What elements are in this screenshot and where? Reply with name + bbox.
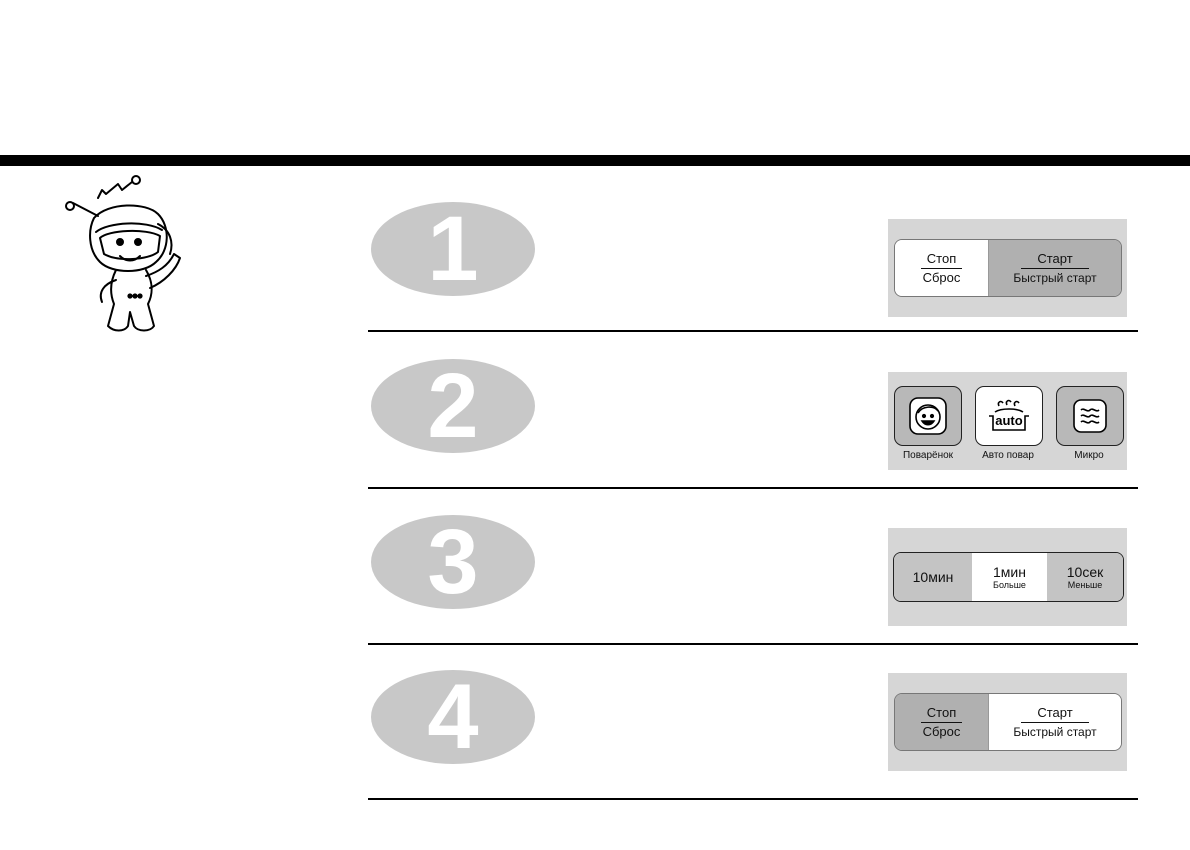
start-quick-start-button[interactable]: Старт Быстрый старт: [988, 694, 1121, 750]
quick-start-label: Быстрый старт: [1013, 270, 1097, 285]
reset-label: Сброс: [922, 723, 961, 739]
micro-label: Микро: [1074, 450, 1104, 461]
svg-text:1: 1: [427, 201, 478, 297]
ten-min-number: 10: [912, 569, 929, 585]
chef-button[interactable]: [894, 386, 962, 446]
header-rule: [0, 155, 1190, 166]
step-2: 2 auto: [368, 334, 1140, 489]
time-panel: 10мин 1мин Больше 10сек Меньше: [888, 528, 1127, 626]
svg-text:2: 2: [427, 358, 478, 454]
one-min-unit: мин: [1000, 563, 1026, 580]
microwave-waves-icon: [1073, 399, 1107, 433]
one-min-more-button[interactable]: 1мин Больше: [972, 553, 1047, 601]
stop-start-panel: Стоп Сброс Старт Быстрый старт: [888, 673, 1127, 771]
step-number-oval-2: 2: [371, 358, 535, 454]
stop-reset-button[interactable]: Стоп Сброс: [895, 694, 988, 750]
step-number-oval-3: 3: [371, 514, 535, 610]
svg-text:3: 3: [427, 514, 478, 610]
start-quick-start-button[interactable]: Старт Быстрый старт: [988, 240, 1121, 296]
less-label: Меньше: [1067, 579, 1103, 590]
step-divider: [368, 330, 1138, 332]
more-label: Больше: [993, 579, 1026, 590]
svg-text:4: 4: [427, 669, 478, 765]
stop-reset-button[interactable]: Стоп Сброс: [895, 240, 988, 296]
step-4: 4 Стоп Сброс Старт Быстрый старт: [368, 645, 1140, 800]
step-divider: [368, 643, 1138, 645]
ten-sec-number: 10: [1066, 563, 1083, 580]
step-divider: [368, 487, 1138, 489]
step-divider: [368, 798, 1138, 800]
start-label: Старт: [1021, 705, 1089, 723]
auto-cook-button[interactable]: auto: [975, 386, 1043, 446]
step-1: 1 Стоп Сброс Старт Быстрый старт: [368, 177, 1140, 332]
quick-start-label: Быстрый старт: [1013, 724, 1097, 739]
start-label: Старт: [1021, 251, 1089, 269]
one-min-number: 1: [993, 563, 1001, 580]
alien-mascot-icon: [65, 175, 181, 332]
ten-min-button[interactable]: 10мин: [894, 553, 972, 601]
step-3: 3 10мин 1мин Больше 10сек Меньше: [368, 490, 1140, 645]
auto-cook-label: Авто повар: [982, 450, 1034, 461]
stop-start-panel: Стоп Сброс Старт Быстрый старт: [888, 219, 1127, 317]
ten-min-unit: мин: [928, 569, 954, 585]
cook-mode-panel: auto Поварёнок Авто повар Микро: [888, 372, 1127, 470]
step-number-oval-4: 4: [371, 669, 535, 765]
chef-label: Поварёнок: [902, 450, 954, 461]
ten-sec-unit: сек: [1082, 563, 1104, 580]
stop-label: Стоп: [920, 705, 963, 723]
step-number-oval-1: 1: [371, 201, 535, 297]
ten-sec-less-button[interactable]: 10сек Меньше: [1047, 553, 1123, 601]
reset-label: Сброс: [922, 269, 961, 285]
micro-button[interactable]: [1056, 386, 1124, 446]
stop-label: Стоп: [920, 251, 963, 269]
chef-face-icon: [909, 397, 947, 435]
auto-pot-icon: auto: [989, 399, 1029, 431]
svg-text:auto: auto: [995, 413, 1023, 428]
